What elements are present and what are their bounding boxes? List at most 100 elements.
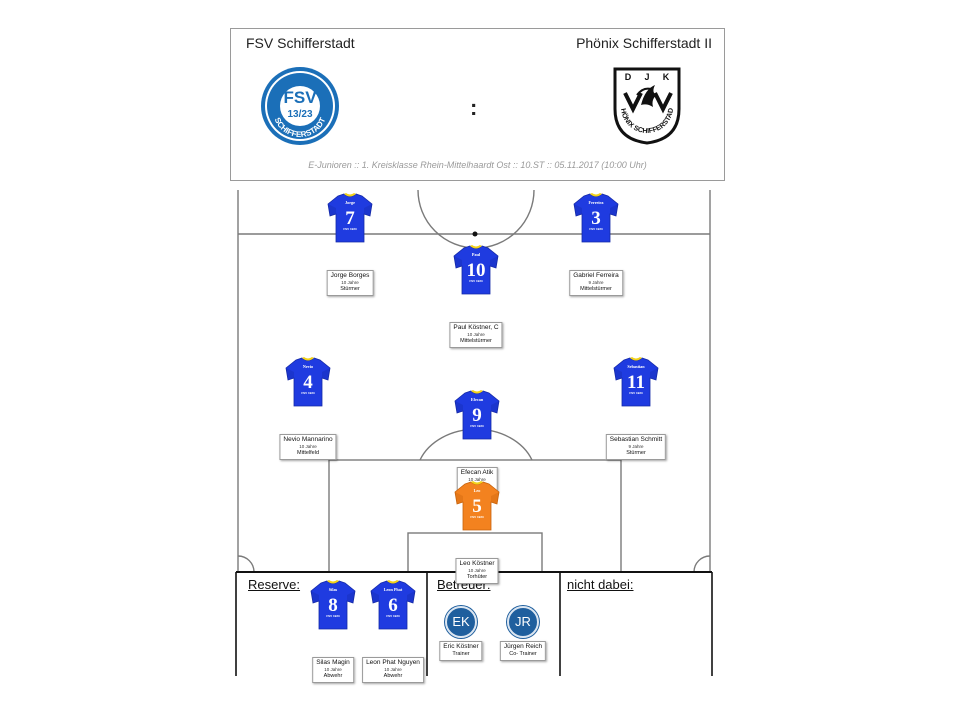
shirt-number: 8	[328, 595, 338, 616]
svg-text:FSV: FSV	[283, 88, 317, 107]
svg-text:J: J	[644, 72, 649, 82]
player-age: 9 Jahre	[588, 280, 604, 285]
shirt-sponsor: FSV 1923	[470, 515, 484, 519]
player-position: Stürmer	[340, 286, 360, 292]
player-name: Leo Köstner	[459, 560, 495, 567]
player-age: 9 Jahre	[628, 444, 644, 449]
player-age: 10 Jahre	[341, 280, 359, 285]
shirt-nickname: Nevio	[303, 364, 313, 369]
staff-eric-koestner[interactable]: EK Eric Köstner Trainer	[433, 606, 489, 661]
player-name: Leon Phat Nguyen	[366, 659, 420, 666]
shirt-sponsor: FSV 1923	[629, 391, 643, 395]
home-team-logo: FSV 13/23 SCHIFFERSTADT	[261, 67, 339, 145]
player-name: Paul Köstner, C	[453, 324, 499, 331]
svg-text:K: K	[663, 72, 670, 82]
shirt-number: 4	[303, 372, 313, 393]
absent-title: nicht dabei:	[567, 577, 634, 592]
shirt-nickname: Ferreira	[588, 200, 604, 205]
shirt-nickname: Silas	[329, 587, 338, 592]
staff-role: Trainer	[452, 651, 470, 657]
shirt-number: 6	[388, 595, 398, 616]
player-name: Sebastian Schmitt	[609, 436, 663, 443]
shirt-sponsor: FSV 1923	[589, 227, 603, 231]
player-position: Mittelstürmer	[460, 338, 492, 344]
shirt-sponsor: FSV 1923	[343, 227, 357, 231]
shirt-nickname: Leon Phat	[384, 587, 403, 592]
away-team-name: Phönix Schifferstadt II	[576, 35, 712, 51]
shirt-sponsor: FSV 1923	[469, 279, 483, 283]
shirt-nickname: Jorge	[345, 200, 355, 205]
staff-name: Eric Köstner	[443, 643, 479, 650]
score-separator: :	[470, 95, 478, 120]
player-name: Efecan Atik	[460, 469, 494, 476]
away-team-logo: D J K PHÖNIX SCHIFFERSTADT	[611, 65, 681, 145]
shirt-nickname: Leo	[474, 488, 481, 493]
player-position: Abwehr	[383, 673, 403, 679]
player-position: Stürmer	[626, 450, 646, 456]
shirt-number: 11	[627, 372, 645, 393]
shirt-number: 5	[472, 496, 482, 517]
player-age: 10 Jahre	[324, 667, 342, 672]
match-info: E-Junioren :: 1. Kreisklasse Rhein-Mitte…	[308, 160, 647, 170]
player-name: Gabriel Ferreira	[573, 272, 619, 279]
match-header: FSV Schifferstadt Phönix Schifferstadt I…	[230, 28, 725, 181]
home-team-name: FSV Schifferstadt	[246, 35, 355, 51]
staff-card: Eric Köstner Trainer	[439, 641, 483, 661]
shirt-number: 3	[591, 208, 601, 229]
player-name: Jorge Borges	[330, 272, 370, 279]
shirt-number: 9	[472, 405, 482, 426]
player-age: 10 Jahre	[468, 477, 486, 482]
player-position: Mittelstürmer	[580, 286, 612, 292]
player-name: Silas Magin	[316, 659, 350, 666]
corner-arc-left	[237, 555, 255, 573]
player-position: Abwehr	[323, 673, 343, 679]
shirt-sponsor: FSV 1923	[326, 614, 340, 618]
player-name: Nevio Mannarino	[283, 436, 333, 443]
staff-card: Jürgen Reich Co- Trainer	[499, 641, 547, 661]
center-circle-arc	[417, 189, 535, 249]
center-spot	[472, 231, 478, 237]
svg-text:13/23: 13/23	[287, 109, 312, 120]
player-age: 10 Jahre	[468, 568, 486, 573]
shirt-sponsor: FSV 1923	[386, 614, 400, 618]
staff-role: Co- Trainer	[509, 651, 537, 657]
shirt-nickname: Sebastian	[627, 364, 645, 369]
svg-text:D: D	[625, 72, 632, 82]
player-age: 10 Jahre	[467, 332, 485, 337]
reserve-title: Reserve:	[248, 577, 301, 592]
shirt-nickname: Efecan	[471, 397, 484, 402]
shirt-sponsor: FSV 1923	[470, 424, 484, 428]
staff-initials-badge: JR	[507, 606, 539, 638]
corner-arc-right	[693, 555, 711, 573]
staff-juergen-reich[interactable]: JR Jürgen Reich Co- Trainer	[495, 606, 551, 661]
staff-name: Jürgen Reich	[503, 643, 543, 650]
staff-initials-badge: EK	[445, 606, 477, 638]
player-position: Torhüter	[466, 574, 488, 580]
